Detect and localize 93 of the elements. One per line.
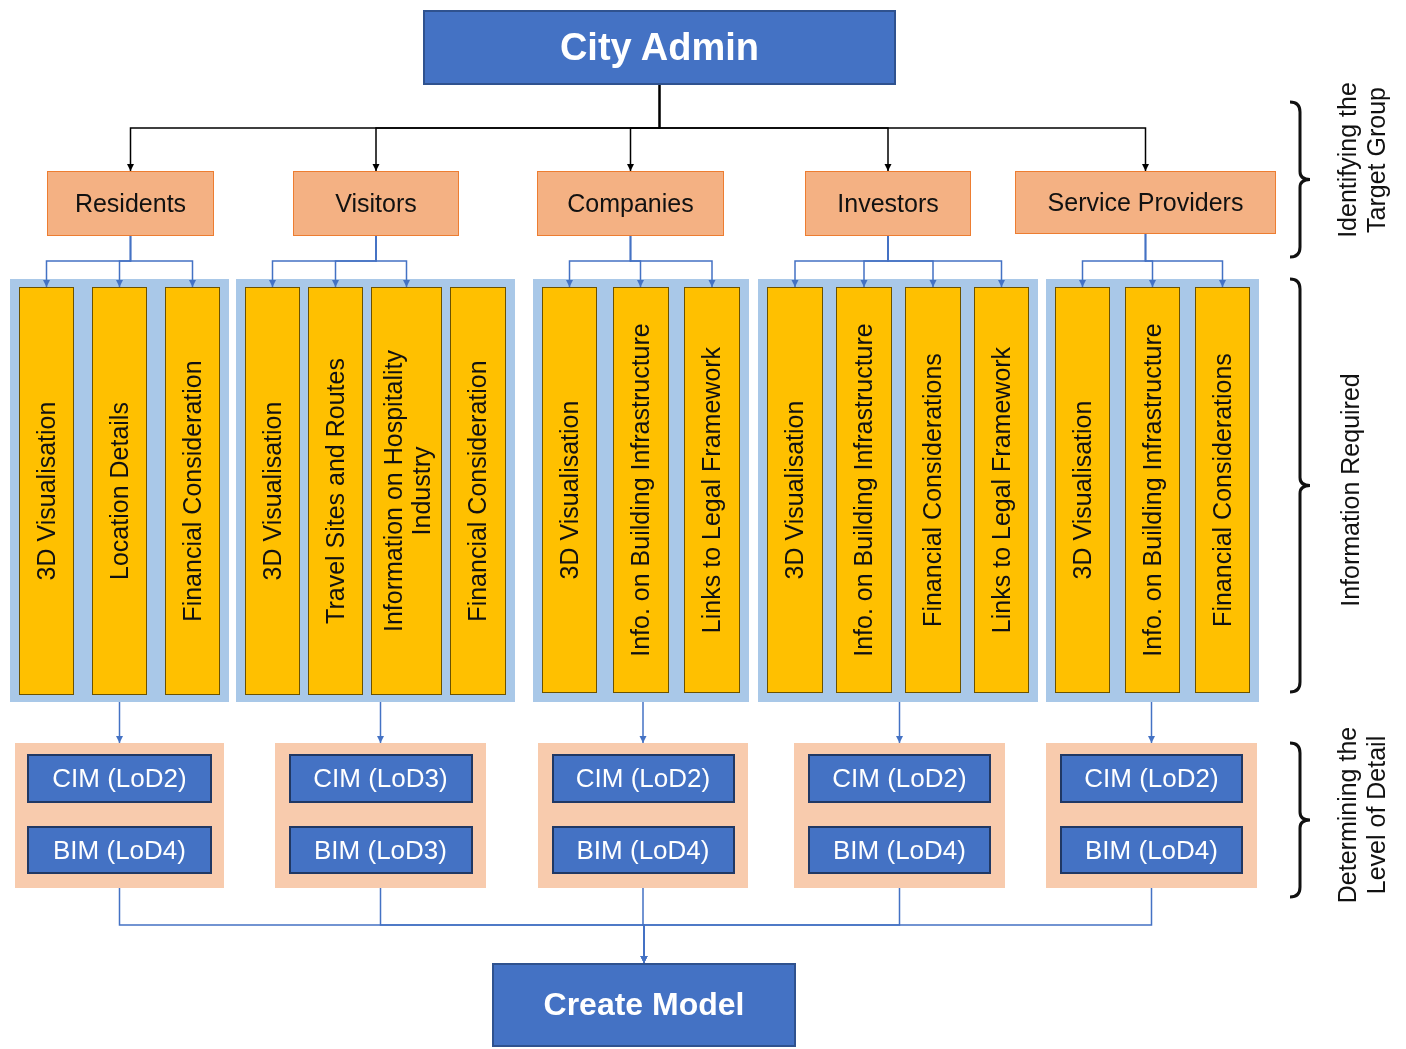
info-panel	[10, 279, 229, 702]
bracket-label: Information Required	[1335, 372, 1365, 609]
info-text: Financial Considerations	[1208, 352, 1237, 629]
group-name: Companies	[567, 189, 694, 218]
detail-panel	[15, 743, 224, 888]
level-box	[551, 826, 735, 874]
info-bar	[165, 287, 220, 695]
info-text: Info. on Building Infrastructure	[1138, 322, 1167, 659]
info-bar	[974, 287, 1029, 693]
level-text: CIM (LoD2)	[52, 764, 187, 793]
group-name: Residents	[74, 189, 187, 218]
info-text: Financial Considerations	[919, 352, 947, 629]
action-box	[492, 963, 796, 1047]
info-text: 3D Visualisation	[555, 399, 584, 582]
bracket-label: Identifying the Target Group	[1333, 81, 1391, 240]
info-text: Financial Consideration	[178, 359, 207, 624]
info-bar	[905, 287, 961, 693]
info-text: 3D Visualisation	[781, 399, 809, 582]
group-name: Investors	[837, 189, 939, 218]
target-group-box	[805, 171, 971, 236]
connector-arrow	[1144, 233, 1227, 288]
target-group-box	[537, 171, 724, 236]
info-bar	[836, 287, 892, 693]
connector-arrow	[640, 887, 1153, 964]
connector-arrow	[629, 235, 716, 288]
info-text: Links to Legal Framework	[698, 345, 726, 636]
info-panel	[533, 279, 749, 702]
info-text: Links to Legal Framework	[987, 345, 1016, 636]
info-bar	[245, 287, 300, 695]
info-text: Info. on Building Infrastructure	[850, 322, 878, 659]
level-box	[808, 826, 991, 874]
info-bar	[684, 287, 740, 693]
info-text: Financial Consideration	[464, 359, 492, 624]
info-text: 3D Visualisation	[32, 400, 61, 583]
info-text: Information on Hospitality Industry	[379, 348, 434, 635]
level-box	[288, 754, 473, 803]
info-bar	[371, 287, 442, 695]
info-bar	[1195, 287, 1250, 693]
connector-arrow	[658, 84, 1150, 172]
info-bar	[612, 287, 669, 693]
target-group-box	[1015, 171, 1276, 234]
connector-arrow	[895, 701, 904, 744]
level-text: BIM (LoD3)	[314, 835, 447, 865]
detail-panel	[275, 743, 486, 888]
level-text: CIM (LoD2)	[1084, 764, 1219, 793]
info-text: 3D Visualisation	[1068, 399, 1097, 582]
level-box	[1060, 826, 1243, 874]
connector-arrow	[376, 701, 385, 744]
target-group-box	[293, 171, 459, 236]
level-box	[1060, 754, 1243, 803]
connector-arrow	[639, 701, 647, 744]
info-bar	[767, 287, 823, 693]
target-group-box	[47, 171, 214, 236]
title-box	[423, 10, 896, 85]
level-text: BIM (LoD4)	[576, 835, 710, 865]
connector-arrow	[887, 235, 1006, 288]
detail-panel	[1046, 743, 1257, 888]
connector-arrow	[115, 701, 124, 744]
info-text: Travel Sites and Routes	[321, 357, 350, 626]
info-bar	[1055, 287, 1110, 693]
bracket-label: Determining the Level of Detail	[1333, 725, 1391, 906]
level-text: BIM (LoD4)	[53, 835, 186, 865]
level-text: CIM (LoD2)	[832, 764, 967, 793]
info-bar	[19, 287, 74, 695]
level-text: BIM (LoD4)	[1085, 835, 1218, 865]
detail-panel	[538, 743, 748, 888]
level-text: CIM (LoD3)	[313, 764, 448, 793]
action-text: Create Model	[543, 987, 745, 1023]
info-panel	[236, 279, 515, 702]
info-panel	[758, 279, 1038, 702]
info-text: Location Details	[105, 401, 134, 582]
group-name: Service Providers	[1047, 188, 1244, 217]
info-bar	[450, 287, 506, 695]
connector-arrow	[375, 235, 411, 288]
level-box	[288, 826, 473, 874]
group-name: Visitors	[335, 189, 417, 218]
level-box	[27, 754, 212, 803]
connector-arrow	[1147, 701, 1156, 744]
info-panel	[1046, 279, 1259, 702]
title-text: City Admin	[559, 26, 760, 69]
info-bar	[542, 287, 597, 693]
info-text: Info. on Building Infrastructure	[626, 322, 655, 659]
level-box	[551, 754, 735, 803]
connector-arrow	[129, 235, 197, 288]
level-box	[27, 826, 212, 874]
level-text: CIM (LoD2)	[575, 764, 711, 793]
info-bar	[1125, 287, 1180, 693]
info-bar	[92, 287, 147, 695]
detail-panel	[794, 743, 1005, 888]
level-text: BIM (LoD4)	[833, 835, 966, 865]
info-bar	[308, 287, 363, 695]
level-box	[808, 754, 991, 803]
info-text: 3D Visualisation	[258, 400, 287, 583]
